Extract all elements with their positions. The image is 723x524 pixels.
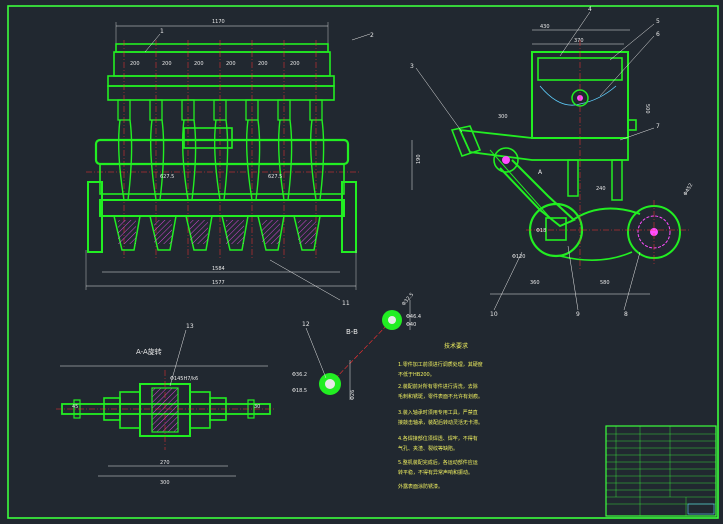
- front-dim-mid-left: 627.5: [160, 174, 174, 180]
- front-dim-overall: 1170: [212, 19, 225, 25]
- side-dim-arm: 240: [596, 186, 606, 192]
- side-dim-pin-dia: Φ18: [536, 228, 546, 234]
- note-line-5: 3.装入轴承时须用专用工具，严禁直: [398, 409, 478, 416]
- balloon-8: 8: [624, 311, 628, 318]
- technical-notes: 技术要求 1.零件加工前须进行调质处理，其硬度 不低于HB200。 2.装配前对…: [398, 342, 483, 490]
- note-line-10: 转平稳，不得有异常声响和振动。: [398, 469, 473, 476]
- balloon-6: 6: [656, 31, 660, 38]
- section-dim-right: 30: [254, 404, 260, 410]
- note-line-6: 接敲击轴承，装配后转动灵活无卡滞。: [398, 419, 483, 426]
- note-line-9: 5.整机装配完成后，各运动部件应运: [398, 459, 478, 466]
- side-dim-bottom-right: 580: [600, 280, 610, 286]
- front-dim-spacing-6: 200: [290, 61, 300, 67]
- detail-b-dim-3: Φ40: [406, 322, 416, 328]
- note-line-1: 1.零件加工前须进行调质处理，其硬度: [398, 361, 483, 368]
- title-block: [605, 425, 717, 517]
- side-view: [411, 11, 690, 311]
- note-line-4: 毛刺和锈斑，零件表面不允许有划痕。: [398, 393, 483, 400]
- balloon-1: 1: [160, 28, 164, 35]
- note-line-7: 4.各焊接部位须焊透、焊牢，不得有: [398, 435, 478, 442]
- side-dim-bottom-left: 360: [530, 280, 540, 286]
- side-dim-wheel-dia: Φ120: [512, 254, 525, 260]
- section-dim-inner: 270: [160, 460, 170, 466]
- side-section-mark: A: [538, 169, 543, 176]
- front-dim-spacing-3: 200: [194, 61, 204, 67]
- detail-b-title: B-B: [346, 328, 358, 336]
- drawing-frame: [7, 5, 719, 519]
- side-dim-inner-width: 370: [574, 38, 584, 44]
- front-dim-spacing-4: 200: [226, 61, 236, 67]
- notes-title: 技术要求: [444, 342, 468, 350]
- balloon-9: 9: [576, 311, 580, 318]
- balloon-3: 3: [410, 63, 414, 70]
- detail-b-dim-4: Φ36.2: [292, 372, 307, 378]
- note-line-2: 不低于HB200。: [398, 371, 435, 378]
- section-view: [56, 329, 276, 477]
- detail-b-dim-5: Φ18.5: [292, 388, 307, 394]
- balloon-7: 7: [656, 123, 660, 130]
- side-dim-roller-dia: Φ452: [683, 182, 695, 197]
- balloon-2: 2: [370, 32, 374, 39]
- detail-b-dim-1: Φ32.5: [401, 292, 415, 307]
- side-dim-height-right: 500: [644, 104, 650, 114]
- balloon-4: 4: [588, 6, 592, 13]
- side-dim-tube: 300: [498, 114, 508, 120]
- front-dim-spacing-2: 200: [162, 61, 172, 67]
- balloon-13: 13: [186, 323, 194, 330]
- side-dim-top-width: 430: [540, 24, 550, 30]
- front-dim-mid-right: 627.5: [268, 174, 282, 180]
- balloon-10: 10: [490, 311, 498, 318]
- balloon-11: 11: [342, 300, 350, 307]
- balloon-12: 12: [302, 321, 310, 328]
- front-dim-spacing-5: 200: [258, 61, 268, 67]
- front-dim-bottom-outer: 1577: [212, 280, 225, 286]
- section-dim-overall: 300: [160, 480, 170, 486]
- balloon-5: 5: [656, 18, 660, 25]
- front-dim-bottom-inner: 1584: [212, 266, 225, 272]
- note-line-11: 外露表面涂防锈漆。: [398, 483, 443, 490]
- detail-b-dim-2: Φ46.4: [406, 314, 421, 320]
- side-dim-height-left: 190: [416, 154, 422, 164]
- section-dim-fit: Φ145H7/k6: [170, 376, 198, 382]
- note-line-8: 气孔、夹渣、裂纹等缺陷。: [398, 445, 458, 452]
- note-line-3: 2.装配前对所有零件进行清洗，去除: [398, 383, 478, 390]
- front-view: [85, 22, 371, 301]
- front-dim-spacing-1: 200: [130, 61, 140, 67]
- section-dim-left: 45: [72, 404, 78, 410]
- detail-b: [305, 300, 411, 400]
- section-title: A-A旋转: [136, 347, 162, 356]
- detail-b-dim-6: Φ26: [350, 390, 356, 400]
